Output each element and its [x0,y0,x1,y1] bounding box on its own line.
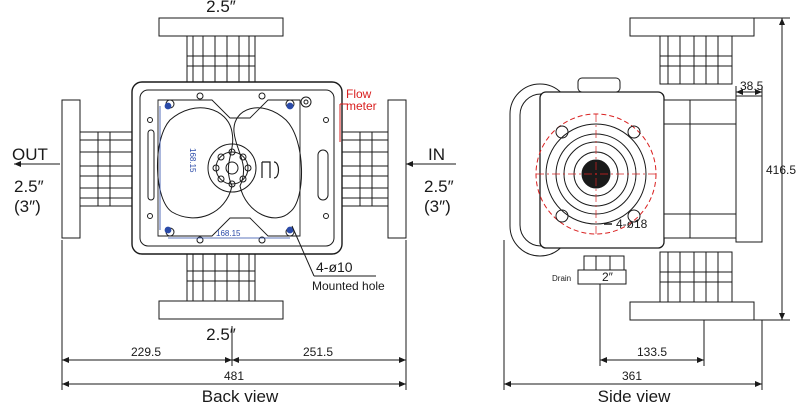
side-dim-top-right: 38.5 [740,79,764,93]
in-label: IN [428,145,445,164]
side-hole-spec: 4-ø18 [616,217,648,231]
side-dim-offset: 133.5 [637,345,667,359]
right-port-size: 2.5″ [424,177,454,196]
drain-size: 2″ [602,270,614,284]
inner-dim-vertical: 168.15 [188,148,197,173]
bottom-port-size: 2.5″ [206,325,236,344]
back-view-caption: Back view [202,387,279,406]
inner-dim-horizontal: 168.15 [216,229,241,238]
side-view-caption: Side view [598,387,671,406]
right-port-size-alt: (3″) [424,197,451,216]
side-dim-height: 416.5 [766,163,796,177]
top-port-size: 2.5″ [206,0,236,16]
dim-total-value: 481 [224,369,244,383]
drain-label: Drain [552,274,571,283]
left-port-size: 2.5″ [14,177,44,196]
side-bottom-port [629,251,755,321]
drain-box [577,269,627,285]
side-view [503,17,790,390]
dim-left-value: 229.5 [131,345,161,359]
right-inlet-port [339,99,407,239]
valve-body [131,81,343,255]
left-outlet-port [61,99,133,239]
flow-meter-label-line2: meter [346,99,377,113]
back-view [14,17,456,390]
mounted-hole-label: Mounted hole [312,279,385,293]
bottom-port [158,252,284,320]
bolt-spec-label: 4-ø10 [316,259,353,275]
mount-hole-leader [291,225,315,277]
side-body [509,77,763,285]
side-top-port [629,17,755,85]
top-port [158,17,284,85]
dim-right-value: 251.5 [303,345,333,359]
flow-meter-label-line1: Flow [346,87,372,101]
out-label: OUT [12,145,48,164]
left-port-size-alt: (3″) [14,197,41,216]
mounting-pattern [159,102,294,239]
side-dim-total: 361 [622,369,642,383]
